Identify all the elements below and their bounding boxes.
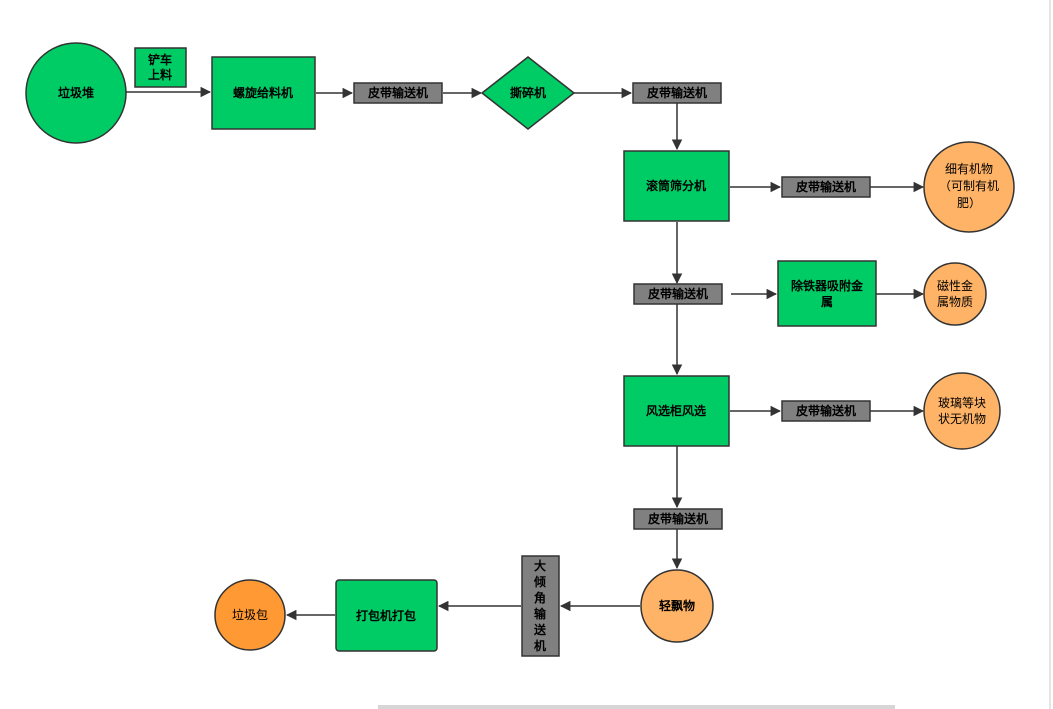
node-baler[interactable]: 打包机打包	[335, 579, 438, 652]
node-iron-remover[interactable]: 除铁器吸附金 属	[777, 260, 877, 327]
magnetic-metal-line2: 属物质	[937, 295, 973, 309]
node-garbage-pile[interactable]: 垃圾堆	[25, 42, 127, 144]
node-drum-screen[interactable]: 滚筒筛分机	[623, 150, 730, 222]
node-belt-conveyor-4[interactable]: 皮带输送机	[633, 283, 723, 305]
node-loader-label[interactable]: 铲车 上料	[134, 47, 187, 88]
node-glass-inorganics[interactable]: 玻璃等块 状无机物	[923, 372, 1001, 450]
node-fine-organics[interactable]: 细有机物 （可制有机 肥）	[923, 141, 1015, 233]
right-frame-edge	[1049, 0, 1051, 709]
belt-conveyor-1-label: 皮带输送机	[367, 85, 428, 100]
loader-label-line2: 上料	[148, 67, 172, 82]
fine-organics-line2: （可制有机	[939, 179, 999, 193]
baler-label: 打包机打包	[356, 608, 416, 623]
belt-conveyor-3-label: 皮带输送机	[795, 179, 856, 194]
belt-conveyor-2-label: 皮带输送机	[646, 85, 707, 100]
node-light-float[interactable]: 轻飘物	[640, 569, 714, 643]
incline-conveyor-char5: 送	[533, 622, 547, 637]
node-garbage-bale[interactable]: 垃圾包	[214, 579, 286, 651]
node-screw-feeder[interactable]: 螺旋给料机	[211, 56, 316, 130]
node-belt-conveyor-3[interactable]: 皮带输送机	[781, 176, 871, 198]
node-magnetic-metal[interactable]: 磁性金 属物质	[923, 262, 987, 326]
glass-inorganics-line2: 状无机物	[938, 412, 986, 426]
node-belt-conveyor-1[interactable]: 皮带输送机	[353, 82, 443, 104]
node-belt-conveyor-5[interactable]: 皮带输送机	[781, 400, 871, 422]
incline-conveyor-char1: 大	[534, 558, 546, 573]
belt-conveyor-5-label: 皮带输送机	[795, 403, 856, 418]
incline-conveyor-char6: 机	[534, 638, 546, 653]
light-float-label: 轻飘物	[659, 598, 695, 613]
edges	[125, 86, 925, 621]
incline-conveyor-char2: 倾	[533, 574, 546, 589]
node-belt-conveyor-2[interactable]: 皮带输送机	[632, 82, 722, 104]
belt-conveyor-6-label: 皮带输送机	[647, 511, 708, 526]
magnetic-metal-line1: 磁性金	[937, 278, 973, 293]
node-wind-sorter[interactable]: 风选柜风选	[623, 375, 730, 447]
incline-conveyor-char4: 输	[534, 606, 547, 621]
bottom-scrollbar[interactable]	[378, 705, 895, 709]
shredder-label: 撕碎机	[510, 85, 546, 100]
iron-remover-line2: 属	[821, 295, 833, 309]
incline-conveyor-char3: 角	[534, 590, 546, 605]
node-incline-conveyor[interactable]: 大 倾 角 输 送 机	[521, 555, 560, 657]
screw-feeder-label: 螺旋给料机	[233, 85, 293, 100]
fine-organics-line1: 细有机物	[945, 162, 993, 176]
fine-organics-line3: 肥）	[957, 196, 981, 210]
wind-sorter-label: 风选柜风选	[646, 403, 706, 418]
loader-label-line1: 铲车	[148, 52, 172, 67]
glass-inorganics-line1: 玻璃等块	[938, 396, 986, 410]
garbage-bale-label: 垃圾包	[232, 607, 268, 622]
garbage-pile-label: 垃圾堆	[58, 85, 94, 100]
node-shredder[interactable]: 撕碎机	[480, 56, 576, 130]
belt-conveyor-4-label: 皮带输送机	[647, 286, 708, 301]
drum-screen-label: 滚筒筛分机	[646, 178, 706, 193]
iron-remover-line1: 除铁器吸附金	[791, 278, 864, 293]
node-belt-conveyor-6[interactable]: 皮带输送机	[633, 508, 723, 530]
